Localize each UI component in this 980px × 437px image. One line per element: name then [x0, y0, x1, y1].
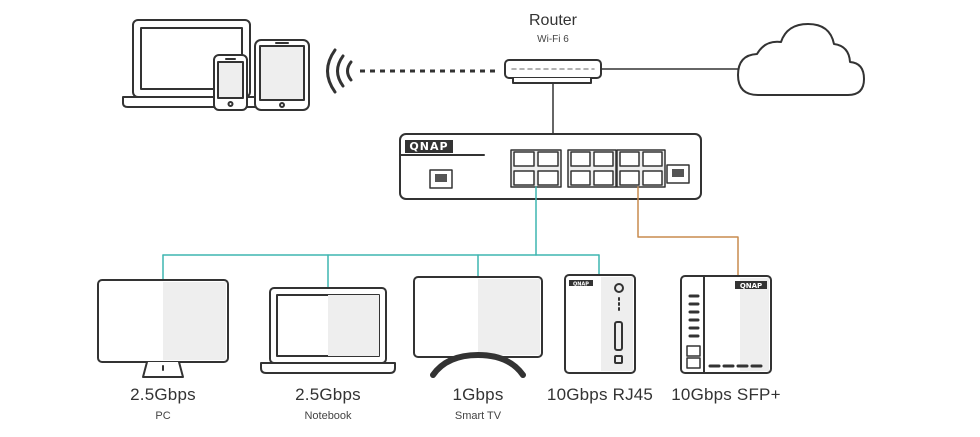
router-icon [504, 59, 602, 84]
cloud-icon [737, 23, 865, 96]
switch-port-group-10g-a [567, 149, 617, 188]
smart-tv-name-label: Smart TV [454, 410, 502, 422]
pc-speed-label: 2.5Gbps [130, 385, 196, 404]
network-switch [399, 133, 702, 200]
smart-tv-icon [413, 276, 543, 378]
sfp-cabling [637, 186, 739, 277]
smartphone-icon [213, 54, 248, 111]
pc-monitor-icon [97, 279, 229, 378]
router-subtitle: Wi-Fi 6 [537, 34, 569, 45]
nas-sfp-speed-label: 10Gbps SFP+ [671, 385, 781, 404]
nas-rj45-brand-logo: QNAP [573, 282, 589, 288]
wifi-signal-icon [326, 48, 353, 94]
copper-cabling [162, 186, 600, 289]
nas-sfp-icon [680, 275, 772, 374]
tablet-icon [254, 39, 310, 111]
router-title: Router [528, 12, 578, 29]
notebook-icon [260, 287, 396, 374]
nas-rj45-speed-label: 10Gbps RJ45 [546, 385, 654, 404]
notebook-name-label: Notebook [304, 410, 352, 422]
nas-rj45-icon [564, 274, 636, 374]
switch-port-group-10g-b [616, 149, 666, 188]
smart-tv-speed-label: 1Gbps [452, 385, 504, 404]
pc-name-label: PC [155, 410, 171, 422]
switch-port-group-2.5g [510, 149, 562, 188]
nas-sfp-brand-logo: QNAP [740, 282, 762, 290]
switch-brand-logo: QNAP [409, 140, 448, 153]
notebook-speed-label: 2.5Gbps [295, 385, 361, 404]
